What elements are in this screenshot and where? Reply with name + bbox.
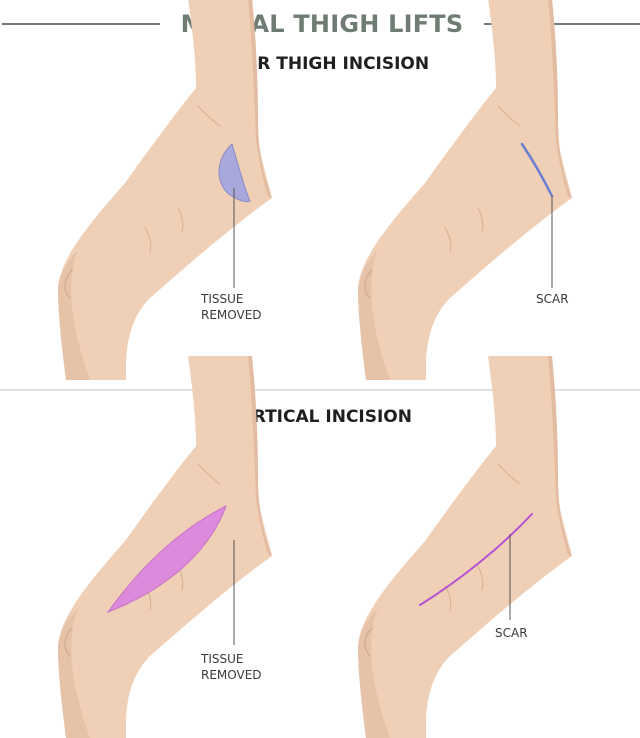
section-heading-inner-thigh: INNER THIGH INCISION	[210, 54, 430, 74]
figure-inner-scar: SCAR	[357, 0, 573, 381]
label-tissue-removed-top-line2: REMOVED	[201, 308, 262, 322]
label-tissue-removed-bottom-line1: TISSUE	[200, 652, 243, 666]
title-rule-left	[2, 23, 160, 25]
section-heading-vertical: VERTICAL INCISION	[227, 407, 412, 427]
figure-vertical-scar: SCAR	[357, 355, 573, 738]
label-tissue-removed-top-line1: TISSUE	[200, 292, 243, 306]
figure-vertical-tissue: TISSUE REMOVED	[57, 355, 273, 738]
label-scar-bottom: SCAR	[495, 626, 528, 640]
figure-inner-tissue: TISSUE REMOVED	[57, 0, 273, 381]
title-rule-right	[484, 23, 640, 25]
label-scar-top: SCAR	[536, 292, 569, 306]
section-divider	[0, 389, 640, 391]
label-tissue-removed-bottom-line2: REMOVED	[201, 668, 262, 682]
